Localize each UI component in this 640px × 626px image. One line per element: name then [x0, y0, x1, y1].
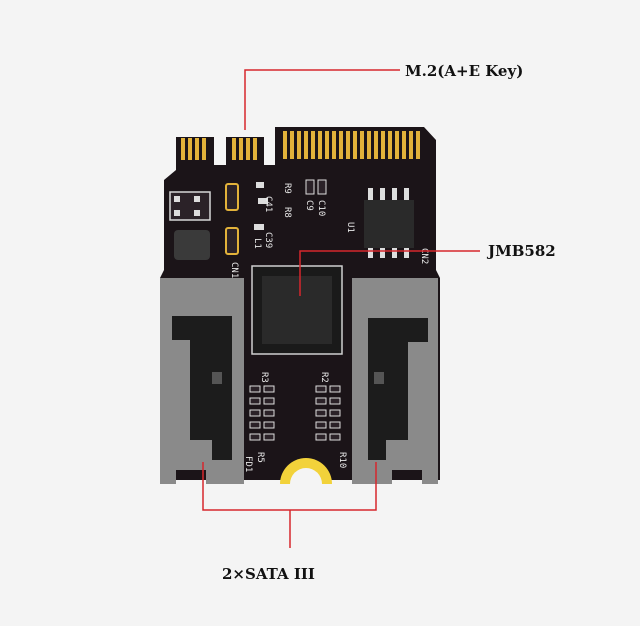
smd-components-top-left [169, 179, 327, 260]
sata-connector-right [352, 278, 438, 484]
callout-lines [202, 69, 480, 548]
silk-c41: C41 [263, 196, 273, 212]
silk-r10: R10 [337, 452, 347, 468]
silk-u1: U1 [345, 222, 355, 233]
smd-array-bottom [249, 385, 341, 441]
u1-chip [364, 188, 414, 258]
silk-c10: C10 [316, 200, 326, 216]
silk-c9: C9 [304, 200, 314, 211]
silk-r2: R2 [319, 372, 329, 383]
jmb582-controller-chip [251, 265, 343, 355]
silk-fd1: FD1 [243, 456, 253, 472]
silk-r9: R9 [282, 183, 292, 194]
m2-gold-fingers [181, 131, 420, 160]
silk-l1: L1 [252, 238, 262, 249]
callout-line-m2 [244, 69, 400, 130]
sata-ports-label: 2×SATA III [222, 565, 315, 583]
silk-r5: R5 [255, 452, 265, 463]
silk-c39: C39 [263, 232, 273, 248]
sata-connector-left [160, 278, 244, 484]
jmb582-label: JMB582 [488, 242, 556, 260]
m2-connector-label: M.2(A+E Key) [405, 62, 524, 80]
silk-r3: R3 [259, 372, 269, 383]
silk-cn2: CN2 [419, 248, 429, 264]
silk-r8: R8 [282, 207, 292, 218]
mounting-hole [280, 458, 332, 484]
callout-line-jmb582 [299, 250, 480, 296]
silkscreen-labels: U1 R9 R8 C41 C10 C9 C39 L1 CN1 CN2 R3 R2… [229, 183, 429, 472]
silk-cn1: CN1 [229, 262, 239, 278]
